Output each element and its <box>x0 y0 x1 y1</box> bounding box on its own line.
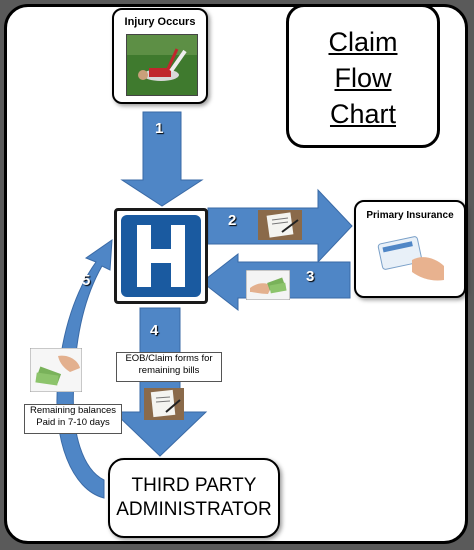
arrow-step-1 <box>120 111 204 207</box>
tpa-line-2: ADMINISTRATOR <box>116 499 272 520</box>
injury-label: Injury Occurs <box>124 16 196 28</box>
balances-caption-line-1: Remaining balances <box>29 405 117 416</box>
primary-insurance-node: Primary Insurance <box>354 200 466 298</box>
step-2-number: 2 <box>228 212 237 229</box>
eob-caption-line-2: remaining bills <box>138 365 200 376</box>
claim-form-icon-step-2 <box>258 210 302 240</box>
title-line-2: Flow <box>334 63 392 93</box>
eob-caption: EOB/Claim forms for remaining bills <box>116 352 222 382</box>
arrow-step-4 <box>112 307 208 457</box>
title-line-1: Claim <box>328 27 398 57</box>
insurance-card-icon <box>377 236 444 281</box>
title-box: Claim Flow Chart <box>286 4 440 148</box>
balances-caption: Remaining balances Paid in 7-10 days <box>24 404 122 434</box>
hospital-icon <box>121 215 201 297</box>
hospital-node <box>114 208 208 304</box>
money-hand-icon-step-5 <box>30 348 82 392</box>
tpa-line-1: THIRD PARTY <box>131 475 257 496</box>
injury-node: Injury Occurs <box>112 8 208 104</box>
step-3-number: 3 <box>306 268 315 285</box>
step-4-number: 4 <box>150 322 159 339</box>
step-1-number: 1 <box>155 120 164 137</box>
insurance-label: Primary Insurance <box>366 210 454 221</box>
title-line-3: Chart <box>329 99 397 129</box>
injured-player-photo <box>126 34 198 96</box>
claim-form-icon-step-4 <box>144 388 184 420</box>
balances-caption-line-2: Paid in 7-10 days <box>36 417 110 428</box>
step-5-number: 5 <box>82 272 91 289</box>
eob-caption-line-1: EOB/Claim forms for <box>125 353 213 364</box>
tpa-node: THIRD PARTY ADMINISTRATOR <box>108 458 280 538</box>
money-hand-icon-step-3 <box>246 270 290 300</box>
